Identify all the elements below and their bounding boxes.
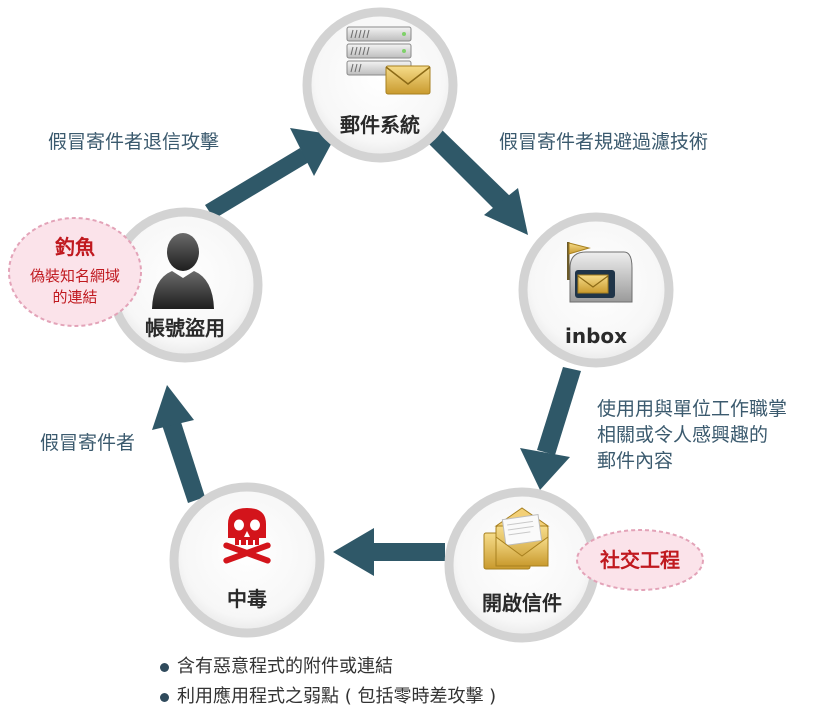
arrow-mail-to-inbox — [425, 128, 528, 235]
open-envelope-icon — [483, 507, 550, 570]
lure-content-line-1: 使用用與單位工作職掌 — [597, 398, 788, 420]
cycle-arrows — [152, 128, 581, 576]
node-label-infection: 中毒 — [227, 587, 267, 611]
node-label-inbox: inbox — [565, 324, 627, 348]
social-engineering-callout: 社交工程 — [576, 529, 704, 591]
edge-label-lure-content: 使用用與單位工作職掌 相關或令人感興趣的 郵件內容 — [597, 396, 787, 474]
node-infection: 中毒 — [169, 482, 325, 638]
bullet-icon — [160, 662, 169, 672]
arrow-open-to-infection — [333, 528, 445, 576]
node-account-theft: 帳號盜用 — [107, 207, 263, 363]
note-text-2: 利用應用程式之弱點 ( 包括零時差攻擊 ) — [177, 686, 497, 707]
mailbox-icon — [567, 242, 633, 303]
person-icon — [152, 233, 214, 309]
note-item: 利用應用程式之弱點 ( 包括零時差攻擊 ) — [160, 682, 496, 712]
social-engineering-label: 社交工程 — [599, 548, 680, 572]
lure-content-line-2: 相關或令人感興趣的 — [597, 424, 769, 446]
arrow-theft-to-mail — [205, 128, 336, 219]
phishing-title: 釣魚 — [55, 235, 95, 259]
node-label-mail-system: 郵件系統 — [340, 113, 420, 137]
envelope-icon — [385, 65, 431, 95]
note-text-1: 含有惡意程式的附件或連結 — [177, 656, 393, 677]
bullet-icon — [160, 692, 169, 702]
infection-notes-list: 含有惡意程式的附件或連結 利用應用程式之弱點 ( 包括零時差攻擊 ) — [160, 652, 496, 712]
edge-label-fake-sender: 假冒寄件者 — [40, 432, 136, 454]
node-mail-system: 郵件系統 — [302, 7, 458, 163]
arrow-infection-to-theft — [152, 385, 205, 503]
lure-content-line-3: 郵件內容 — [597, 450, 674, 472]
node-open-mail: 開啟信件 — [444, 487, 600, 643]
note-item: 含有惡意程式的附件或連結 — [160, 652, 496, 682]
edge-label-bounce-attack: 假冒寄件者退信攻擊 — [48, 131, 220, 153]
phishing-line-2: 的連結 — [52, 288, 97, 306]
node-label-account-theft: 帳號盜用 — [145, 316, 225, 340]
skull-icon — [223, 508, 271, 564]
node-label-open-mail: 開啟信件 — [482, 591, 562, 615]
edge-label-evade-filter: 假冒寄件者規避過濾技術 — [499, 131, 709, 153]
node-inbox: inbox — [518, 212, 674, 368]
arrow-inbox-to-open — [520, 367, 581, 490]
phishing-callout: 釣魚 偽裝知名網域 的連結 — [8, 217, 142, 327]
phishing-line-1: 偽裝知名網域 — [30, 267, 120, 285]
